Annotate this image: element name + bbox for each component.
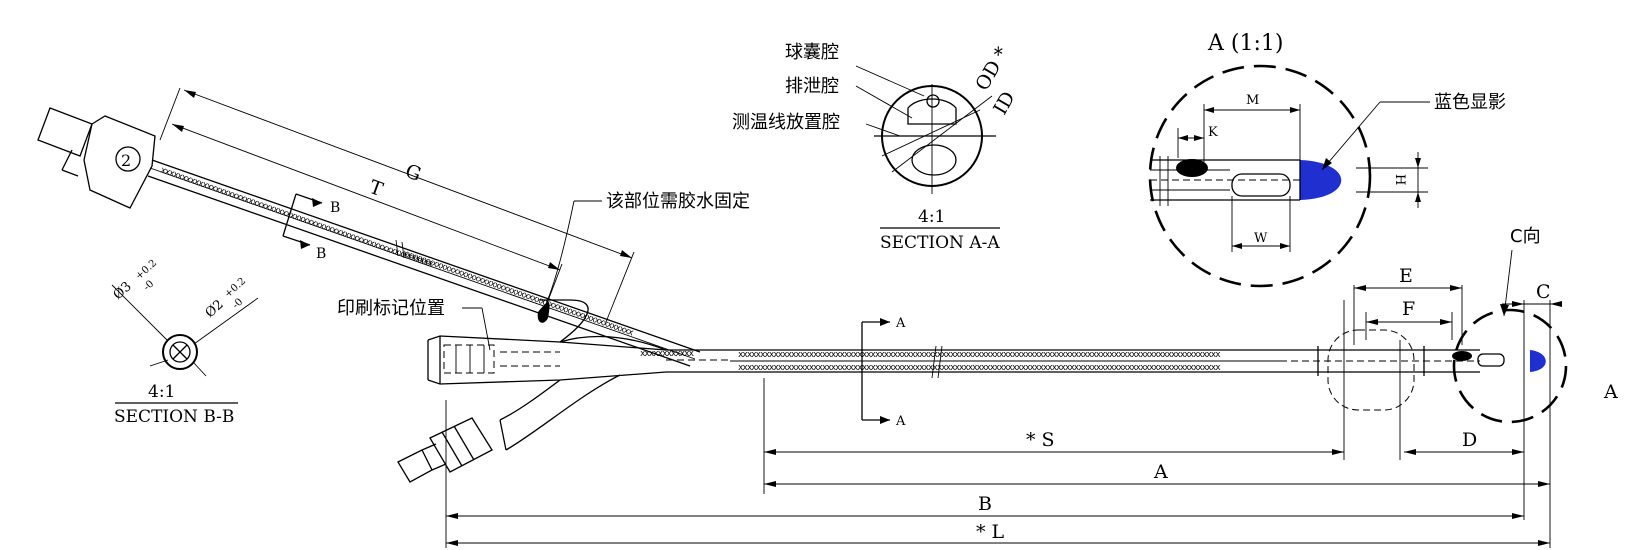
dim-f: F [1402, 298, 1415, 320]
dia3-tol: +0.2 [134, 258, 159, 282]
blue-tip [1530, 350, 1546, 372]
dim-k: K [1208, 125, 1218, 140]
detail-a-ref: A [1603, 381, 1618, 403]
cut-b-top: B [330, 200, 340, 216]
detail-a-title: A (1:1) [1207, 31, 1283, 56]
svg-text:xxxxxxxxxxxxxxxxxxxxxxxxxxxxxx: xxxxxxxxxxxxxxxxxxxxxxxxxxxxxxxxxxxxxxxx… [159, 165, 435, 270]
dim-w: W [1254, 231, 1268, 246]
dim-h: H [1392, 174, 1407, 185]
tip-detail-circle: C向 A [1452, 226, 1618, 424]
svg-text:xxxxxxxxxxxx: xxxxxxxxxxxx [640, 349, 695, 359]
section-aa-title: SECTION A-A [880, 233, 1000, 253]
port-number: 2 [121, 151, 131, 170]
dim-b: B [978, 493, 992, 515]
cut-a-bottom: A [895, 414, 906, 429]
thermo-lumen-label: 测温线放置腔 [732, 112, 840, 133]
dim-id: ID [989, 88, 1019, 119]
glue-callout: 该部位需胶水固定 [545, 191, 750, 305]
bottom-dimensions: * S A B * L E F D [445, 265, 1562, 548]
svg-text:xxxxxxxxxxxxxxxxxxxxxxxxxxxxxx: xxxxxxxxxxxxxxxxxxxxxxxxxxxxxxxxxxxxxxxx… [401, 248, 635, 338]
section-bb-title: SECTION B-B [114, 407, 234, 427]
dia2-tol: +0.2 [223, 276, 248, 300]
drain-lumen-label: 排泄腔 [785, 76, 839, 97]
section-bb: Ø3 +0.2 -0 Ø2 +0.2 -0 4:1 SECTION B-B [111, 258, 259, 427]
section-aa: 球囊腔 排泄腔 测温线放置腔 OD * ID 4:1 SECTION A-A [732, 42, 1020, 253]
svg-text:xxxxxxxxxxxxxxxxxxxxxxxxxxxxxx: xxxxxxxxxxxxxxxxxxxxxxxxxxxxxxxxxxxxxxxx… [738, 350, 1221, 360]
glue-fix-label: 该部位需胶水固定 [606, 191, 750, 212]
detail-blue-tip [1300, 160, 1342, 200]
dim-c: C [1536, 281, 1551, 303]
dim-g-t: G T [159, 87, 635, 323]
dim-l: * L [976, 521, 1005, 543]
svg-text:xxxxxxxxxxxxxxxxxxxxxxxxxxxxxx: xxxxxxxxxxxxxxxxxxxxxxxxxxxxxxxxxxxxxxxx… [738, 363, 1221, 373]
c-direction-label: C向 [1510, 226, 1541, 247]
detail-a: A (1:1) M K W [1148, 31, 1506, 288]
print-mark-callout: 印刷标记位置 [337, 298, 491, 351]
cut-a-top: A [895, 316, 906, 331]
thermo-branch: 2 xxxxxxxxxxxxxxxxxxxxxxxxxxxxxxxxxxxxxx… [37, 107, 701, 367]
y-connector: xxxxxxxxxxxx [397, 299, 730, 483]
main-shaft: xxxxxxxxxxxxxxxxxxxxxxxxxxxxxxxxxxxxxxxx… [730, 316, 1546, 429]
dim-e: E [1399, 265, 1413, 287]
dim-d: D [1462, 429, 1477, 451]
dim-s: * S [1026, 429, 1055, 451]
cut-b-bottom: B [316, 246, 326, 262]
dim-m: M [1246, 93, 1259, 108]
print-mark-label: 印刷标记位置 [337, 298, 445, 319]
section-aa-scale: 4:1 [918, 207, 945, 227]
dia3-tol2: -0 [142, 279, 157, 294]
dia3-label: Ø3 [111, 279, 135, 303]
blue-marker-label: 蓝色显影 [1434, 92, 1506, 113]
dim-t: T [366, 176, 386, 201]
dia2-label: Ø2 [203, 297, 227, 321]
dim-a: A [1153, 461, 1168, 483]
section-bb-scale: 4:1 [148, 382, 175, 402]
dim-g: G [402, 160, 424, 186]
balloon-lumen-label: 球囊腔 [785, 42, 839, 63]
dim-od: OD * [971, 43, 1013, 95]
